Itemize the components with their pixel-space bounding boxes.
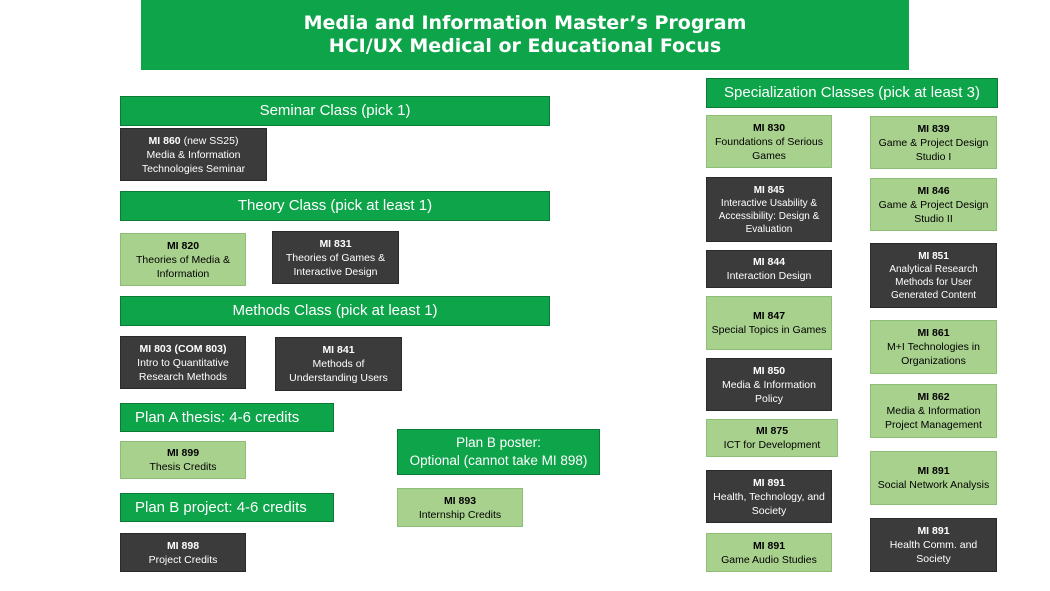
course-code: MI 893 xyxy=(443,494,477,507)
methods-header: Methods Class (pick at least 1) xyxy=(120,296,550,326)
program-title-banner: Media and Information Master’s Program H… xyxy=(141,0,909,70)
theory-header: Theory Class (pick at least 1) xyxy=(120,191,550,221)
course-code: MI 850 xyxy=(752,364,786,377)
course-code: MI 899 xyxy=(166,447,200,459)
course-name: Social Network Analysis xyxy=(877,479,990,491)
course-code: MI 831 xyxy=(319,237,352,250)
plan-a-header: Plan A thesis: 4-6 credits xyxy=(120,403,334,432)
course-card-mi844: MI 844 Interaction Design xyxy=(706,250,832,288)
course-name: Game Audio Studies xyxy=(721,553,817,566)
course-card-mi820: MI 820 Theories of Media & Information xyxy=(120,233,246,286)
course-code: MI 845 xyxy=(753,184,785,196)
course-card-mi846: MI 846 Game & Project Design Studio II xyxy=(870,178,997,231)
course-name: Theories of Media & Information xyxy=(136,253,230,280)
plan-b-poster-header: Plan B poster: Optional (cannot take MI … xyxy=(397,429,600,475)
course-code: MI 846 xyxy=(917,184,950,197)
course-card-mi862: MI 862 Media & Information Project Manag… xyxy=(870,384,997,438)
seminar-header: Seminar Class (pick 1) xyxy=(120,96,550,126)
course-name: Analytical Research Methods for User Gen… xyxy=(889,263,978,301)
plan-b-project-header: Plan B project: 4-6 credits xyxy=(120,493,334,522)
course-card-mi891-game-audio: MI 891 Game Audio Studies xyxy=(706,533,832,572)
course-card-mi893: MI 893 Internship Credits xyxy=(397,488,523,527)
course-code: MI 820 xyxy=(166,239,200,252)
course-code: MI 861 xyxy=(917,327,950,339)
course-code: MI 851 xyxy=(918,250,949,262)
course-card-mi891-health-tech: MI 891 Health, Technology, and Society xyxy=(706,470,832,523)
course-name: Media & Information Project Management xyxy=(885,405,982,431)
specialization-header: Specialization Classes (pick at least 3) xyxy=(706,78,998,108)
course-code: MI 891 xyxy=(752,476,786,489)
course-name: Health, Technology, and Society xyxy=(713,490,825,517)
course-name: Theories of Games & Interactive Design xyxy=(285,251,386,278)
course-card-mi891-social-network: MI 891 Social Network Analysis xyxy=(870,451,997,505)
course-name: Intro to Quantitative Research Methods xyxy=(137,356,229,383)
course-card-mi891-health-comm: MI 891 Health Comm. and Society xyxy=(870,518,997,572)
course-code: MI 898 xyxy=(166,539,200,552)
course-name: Foundations of Serious Games xyxy=(715,135,823,162)
course-name: ICT for Development xyxy=(723,439,821,451)
course-code: MI 839 xyxy=(917,122,950,135)
course-code: MI 860 (new SS25) xyxy=(148,134,239,147)
course-name: Interactive Usability & Accessibility: D… xyxy=(718,197,820,235)
course-code: MI 891 xyxy=(752,539,786,552)
course-card-mi839: MI 839 Game & Project Design Studio I xyxy=(870,116,997,169)
course-name: Project Credits xyxy=(148,553,218,566)
course-code: MI 875 xyxy=(755,425,789,437)
course-card-mi847: MI 847 Special Topics in Games xyxy=(706,296,832,350)
course-card-mi841: MI 841 Methods of Understanding Users xyxy=(275,337,402,391)
course-name: Special Topics in Games xyxy=(711,324,827,336)
course-name: Internship Credits xyxy=(418,508,502,521)
course-card-mi875: MI 875 ICT for Development xyxy=(706,419,838,457)
course-name: M+I Technologies in Organizations xyxy=(887,341,980,367)
course-code: MI 847 xyxy=(752,310,786,322)
course-card-mi851: MI 851 Analytical Research Methods for U… xyxy=(870,243,997,308)
course-card-mi830: MI 830 Foundations of Serious Games xyxy=(706,115,832,168)
course-name: Media & Information Policy xyxy=(722,378,816,405)
course-code: MI 803 (COM 803) xyxy=(139,342,227,355)
course-name: Game & Project Design Studio I xyxy=(878,136,989,163)
plan-b-poster-note: Optional (cannot take MI 898) xyxy=(409,453,588,468)
course-name: Thesis Credits xyxy=(149,461,217,473)
course-code: MI 844 xyxy=(752,256,786,268)
course-code: MI 891 xyxy=(917,465,950,477)
program-title: Media and Information Master’s Program xyxy=(303,12,747,34)
course-card-mi860: MI 860 (new SS25) Media & Information Te… xyxy=(120,128,267,181)
course-name: Game & Project Design Studio II xyxy=(878,198,989,225)
course-code: MI 841 xyxy=(322,344,355,356)
course-card-mi850: MI 850 Media & Information Policy xyxy=(706,358,832,411)
course-card-mi803: MI 803 (COM 803) Intro to Quantitative R… xyxy=(120,336,246,389)
course-card-mi899: MI 899 Thesis Credits xyxy=(120,441,246,479)
program-focus: HCI/UX Medical or Educational Focus xyxy=(328,35,722,57)
course-card-mi861: MI 861 M+I Technologies in Organizations xyxy=(870,320,997,374)
course-card-mi898: MI 898 Project Credits xyxy=(120,533,246,572)
course-code: MI 891 xyxy=(917,525,950,537)
course-name: Interaction Design xyxy=(726,270,812,282)
course-name: Media & Information Technologies Seminar xyxy=(141,148,246,175)
course-code: MI 862 xyxy=(917,391,950,403)
course-card-mi831: MI 831 Theories of Games & Interactive D… xyxy=(272,231,399,284)
course-card-mi845: MI 845 Interactive Usability & Accessibi… xyxy=(706,177,832,242)
course-name: Methods of Understanding Users xyxy=(289,358,388,384)
course-code: MI 830 xyxy=(752,121,786,134)
course-name: Health Comm. and Society xyxy=(889,539,978,565)
plan-b-poster-title: Plan B poster: xyxy=(456,435,541,450)
